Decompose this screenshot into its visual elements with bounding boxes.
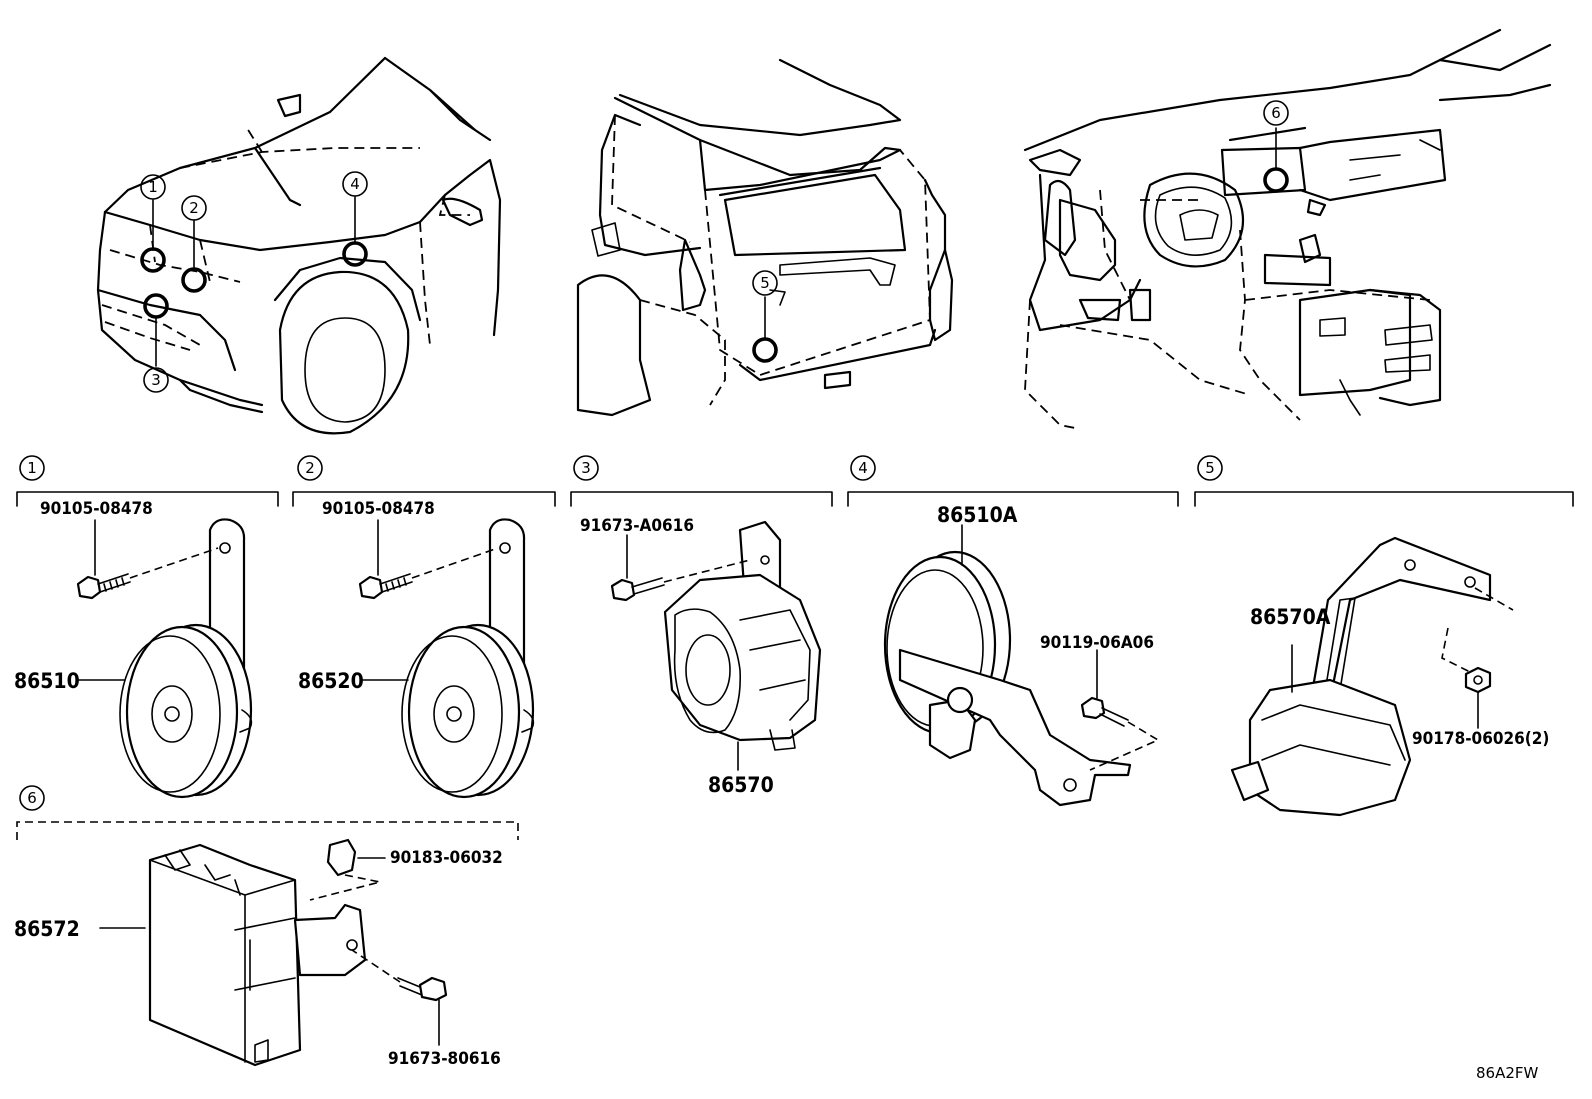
label-86510A: 86510A <box>937 503 1018 527</box>
svg-text:4: 4 <box>858 459 868 477</box>
svg-text:3: 3 <box>151 371 161 389</box>
group-1-horn-assembly <box>76 518 253 799</box>
label-86570: 86570 <box>708 773 774 797</box>
group-1-header: 1 <box>16 455 279 507</box>
svg-text:2: 2 <box>189 199 199 217</box>
label-90178-06026: 90178-06026(2) <box>1412 729 1549 749</box>
bolt-91673-A0616 <box>610 559 751 602</box>
group-3-header: 3 <box>570 455 833 507</box>
group-4-header: 4 <box>847 455 1179 507</box>
group-2-horn-assembly <box>358 518 535 799</box>
group-2-header: 2 <box>292 455 556 507</box>
label-86520: 86520 <box>298 669 364 693</box>
label-86570A: 86570A <box>1250 605 1331 629</box>
clip-90183-06032 <box>309 838 381 901</box>
front-vehicle-view <box>96 56 502 435</box>
label-86510: 86510 <box>14 669 80 693</box>
group-5-header: 5 <box>1194 455 1574 507</box>
interior-dashboard-view <box>1023 28 1552 429</box>
callout-6-vehicle: 6 <box>1263 100 1289 126</box>
label-90183-06032: 90183-06032 <box>390 848 503 868</box>
nut-90178-06026 <box>1464 666 1492 694</box>
svg-text:6: 6 <box>27 789 37 807</box>
label-91673-80616: 91673-80616 <box>388 1049 501 1069</box>
svg-text:4: 4 <box>350 175 360 193</box>
svg-text:6: 6 <box>1271 104 1281 122</box>
svg-text:3: 3 <box>581 459 591 477</box>
callout-3-vehicle: 3 <box>143 367 169 393</box>
bolt-90119-06A06 <box>1080 696 1160 771</box>
group-3-siren-assembly <box>610 520 822 771</box>
diagram-code: 86A2FW <box>1476 1064 1539 1082</box>
callout-number: 1 <box>148 178 158 196</box>
svg-text:1: 1 <box>27 459 37 477</box>
group-5-siren-assembly <box>1230 536 1514 817</box>
svg-text:5: 5 <box>1205 459 1215 477</box>
group-6-ecu-assembly <box>99 838 448 1067</box>
callout-5-vehicle: 5 <box>752 270 778 296</box>
callout-4-vehicle: 4 <box>342 171 368 197</box>
bolt-90105-08478-g1 <box>76 547 219 600</box>
svg-text:2: 2 <box>305 459 315 477</box>
svg-text:5: 5 <box>760 274 770 292</box>
label-90105-08478-g1: 90105-08478 <box>40 499 153 519</box>
callout-1-vehicle: 1 <box>140 174 166 200</box>
callout-2-vehicle: 2 <box>181 195 207 221</box>
label-90119-06A06: 90119-06A06 <box>1040 633 1154 653</box>
label-86572: 86572 <box>14 917 80 941</box>
rear-vehicle-view <box>576 58 954 417</box>
group-4-horn-assembly <box>883 524 1160 807</box>
bolt-90105-08478-g2 <box>358 547 499 600</box>
vehicle-location-markers <box>140 127 1289 367</box>
group-6-header: 6 <box>16 785 519 840</box>
label-91673-A0616: 91673-A0616 <box>580 516 694 536</box>
label-90105-08478-g2: 90105-08478 <box>322 499 435 519</box>
bolt-91673-80616 <box>351 949 448 1002</box>
